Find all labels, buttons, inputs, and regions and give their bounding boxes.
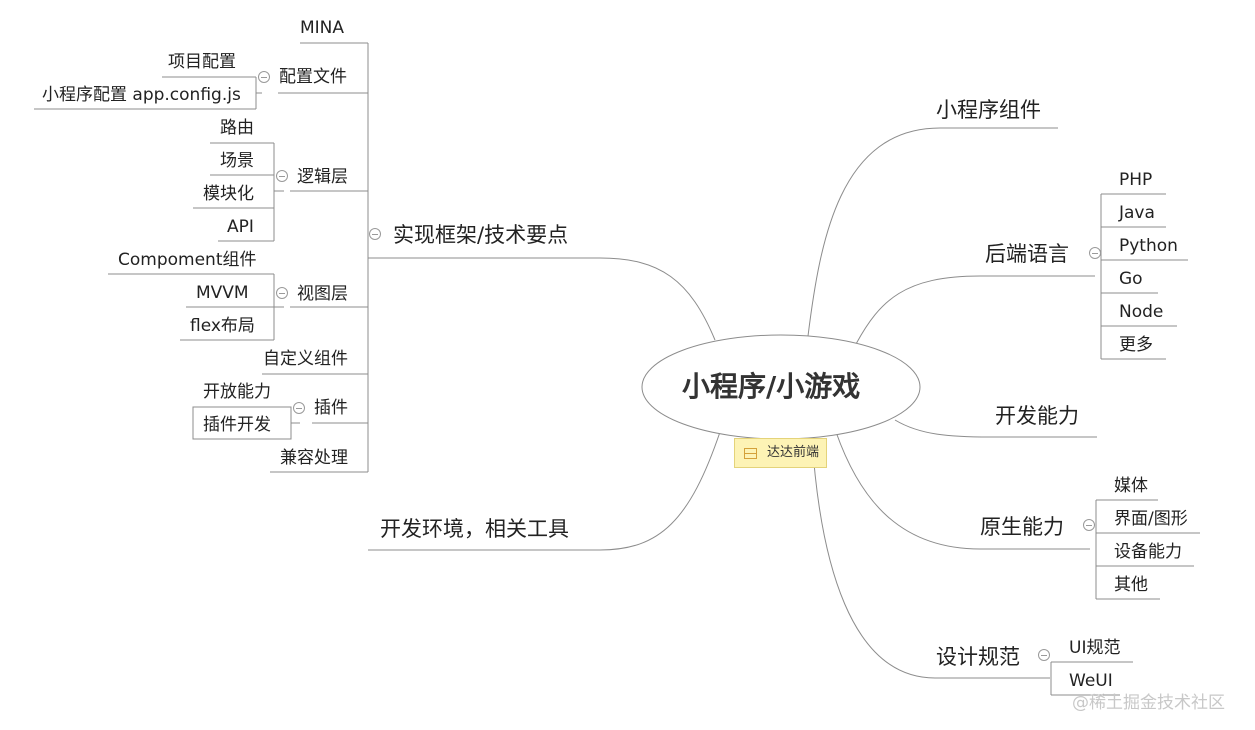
branch-impl[interactable]: 实现框架/技术要点 — [393, 223, 569, 247]
collapse-icon[interactable] — [369, 228, 381, 240]
node-flex[interactable]: flex布局 — [190, 316, 255, 336]
node-media[interactable]: 媒体 — [1114, 476, 1148, 496]
node-component[interactable]: Compoment组件 — [118, 250, 257, 270]
node-api[interactable]: API — [227, 217, 254, 237]
center-topic[interactable]: 小程序/小游戏 — [682, 370, 861, 403]
watermark: @稀土掘金技术社区 — [1072, 693, 1225, 713]
node-go[interactable]: Go — [1119, 269, 1143, 289]
node-device[interactable]: 设备能力 — [1114, 542, 1182, 562]
node-custom-component[interactable]: 自定义组件 — [263, 349, 348, 369]
node-plugin[interactable]: 插件 — [314, 398, 348, 418]
collapse-icon[interactable] — [258, 71, 270, 83]
node-config[interactable]: 配置文件 — [279, 67, 347, 87]
node-logic[interactable]: 逻辑层 — [297, 167, 348, 187]
node-mina[interactable]: MINA — [300, 18, 345, 38]
tag-text: 达达前端 — [767, 445, 820, 460]
node-view[interactable]: 视图层 — [297, 284, 348, 304]
node-java[interactable]: Java — [1119, 203, 1155, 223]
node-other[interactable]: 其他 — [1114, 575, 1148, 595]
node-module[interactable]: 模块化 — [203, 184, 254, 204]
branch-env[interactable]: 开发环境，相关工具 — [380, 517, 569, 541]
branch-backend[interactable]: 后端语言 — [985, 242, 1069, 266]
curve-env — [368, 431, 721, 551]
collapse-icon[interactable] — [1083, 519, 1095, 531]
curve-impl — [368, 257, 716, 341]
branch-components[interactable]: 小程序组件 — [936, 98, 1041, 122]
curve-native — [835, 431, 1090, 550]
node-compat[interactable]: 兼容处理 — [280, 448, 348, 468]
branch-design[interactable]: 设计规范 — [936, 645, 1020, 669]
branch-native[interactable]: 原生能力 — [980, 515, 1064, 539]
node-scene[interactable]: 场景 — [220, 151, 254, 171]
collapse-icon[interactable] — [1038, 649, 1050, 661]
collapse-icon[interactable] — [293, 402, 305, 414]
node-plugin-dev[interactable]: 插件开发 — [203, 415, 271, 435]
branch-devability[interactable]: 开发能力 — [995, 404, 1079, 428]
node-app-config[interactable]: 小程序配置 app.config.js — [42, 85, 241, 105]
node-open-ability[interactable]: 开放能力 — [203, 382, 271, 402]
node-ui-spec[interactable]: UI规范 — [1069, 638, 1121, 658]
node-mvvm[interactable]: MVVM — [196, 283, 249, 303]
label-tag[interactable]: 达达前端 — [734, 438, 827, 468]
curve-devability — [894, 419, 1097, 438]
node-more[interactable]: 更多 — [1119, 335, 1153, 355]
node-project-config[interactable]: 项目配置 — [168, 52, 236, 72]
collapse-icon[interactable] — [1089, 247, 1101, 259]
curve-design — [811, 437, 1050, 679]
node-python[interactable]: Python — [1119, 236, 1178, 256]
node-weui[interactable]: WeUI — [1069, 671, 1113, 691]
curve-components — [807, 127, 1058, 337]
curve-backend — [855, 275, 1095, 345]
collapse-icon[interactable] — [276, 287, 288, 299]
note-icon — [744, 448, 757, 459]
collapse-icon[interactable] — [276, 170, 288, 182]
node-php[interactable]: PHP — [1119, 170, 1153, 190]
node-route[interactable]: 路由 — [220, 118, 254, 138]
node-ui-graphics[interactable]: 界面/图形 — [1114, 509, 1188, 529]
node-node[interactable]: Node — [1119, 302, 1164, 322]
